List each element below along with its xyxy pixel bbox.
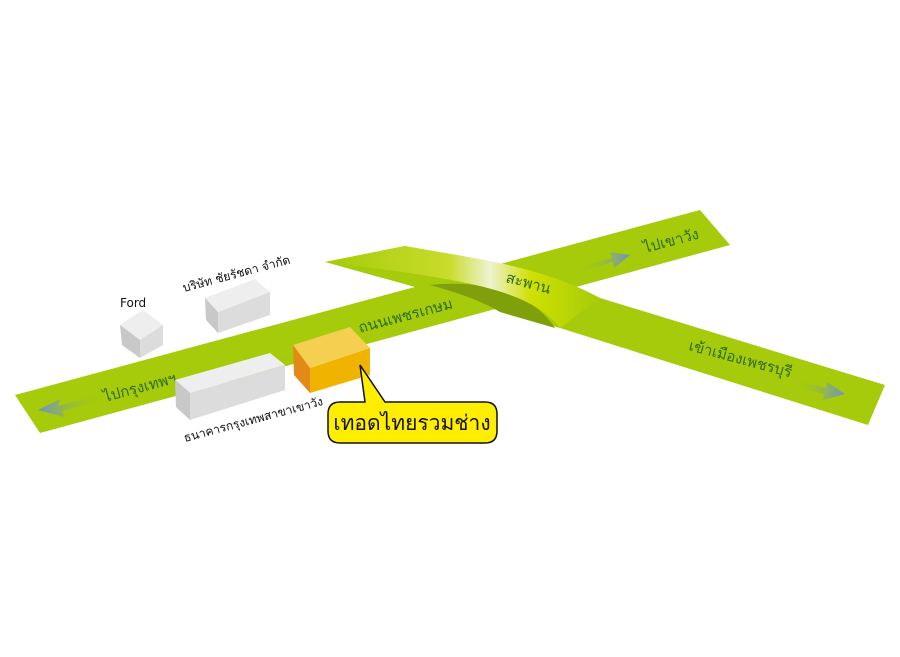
building-bangkok-bank xyxy=(175,353,285,420)
callout-label: เทอดไทยรวมช่าง xyxy=(333,411,490,435)
callout-therd-thai: เทอดไทยรวมช่าง xyxy=(327,364,498,444)
arrow-right-icon xyxy=(793,380,845,400)
arrow-right-icon xyxy=(578,252,630,272)
arrow-left-icon xyxy=(38,395,104,417)
label-ford: Ford xyxy=(120,296,146,310)
building-therd-thai xyxy=(293,327,370,393)
bridge-underside xyxy=(430,283,555,328)
building-chai-ratchada xyxy=(205,279,270,333)
bridge-deck xyxy=(325,246,600,328)
building-ford xyxy=(120,310,163,358)
